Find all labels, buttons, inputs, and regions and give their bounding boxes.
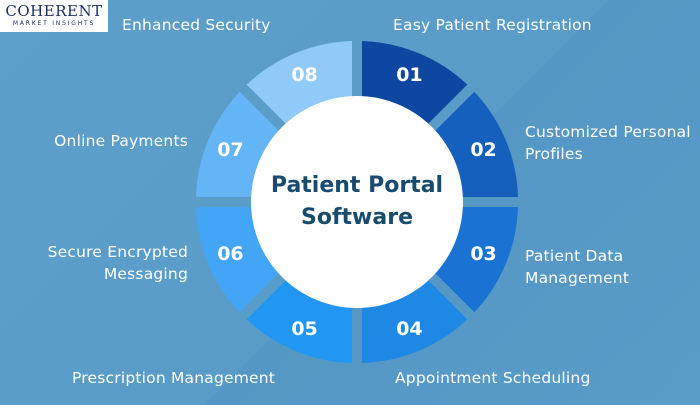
label-05: Prescription Management (72, 369, 276, 387)
segment-number-01: 01 (396, 64, 423, 87)
segment-number-02: 02 (470, 138, 497, 161)
segment-number-05: 05 (291, 317, 318, 340)
coherent-logo: COHERENT MARKET INSIGHTS (0, 0, 108, 32)
label-08: Enhanced Security (122, 16, 271, 34)
label-04: Appointment Scheduling (395, 369, 591, 387)
center-title-line1: Patient Portal (270, 173, 444, 198)
segment-number-07: 07 (217, 138, 244, 161)
segment-number-06: 06 (217, 243, 244, 266)
label-07: Online Payments (54, 132, 188, 150)
segment-number-04: 04 (396, 317, 423, 340)
logo-tagline: MARKET INSIGHTS (12, 20, 96, 27)
segment-number-03: 03 (470, 243, 497, 266)
center-title: Patient Portal Software (257, 170, 457, 234)
label-01: Easy Patient Registration (393, 16, 592, 34)
segment-number-08: 08 (291, 64, 318, 87)
logo-name: COHERENT (5, 2, 103, 20)
label-06: Secure Encrypted Messaging (47, 243, 188, 283)
label-02: Customized Personal Profiles (525, 123, 691, 163)
label-03: Patient Data Management (525, 247, 630, 287)
center-title-line2: Software (301, 205, 413, 230)
center-circle (251, 96, 463, 308)
